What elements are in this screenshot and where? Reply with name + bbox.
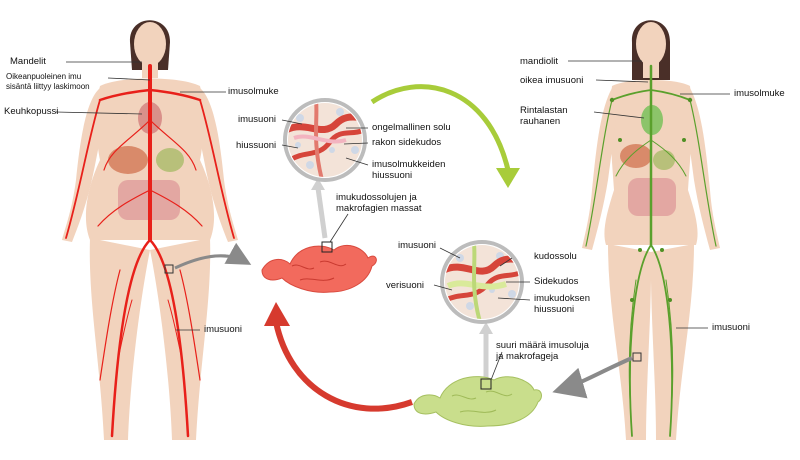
label-top-imusuoni: imusuoni: [238, 114, 277, 125]
label-imukudoksen: imukudoksen hiussuoni: [534, 293, 590, 315]
label-mandelit: Mandelit: [10, 56, 46, 67]
label-keuhkopussi: Keuhkopussi: [4, 106, 59, 117]
label-massat: imukudossolujen ja makrofagien massat: [336, 192, 422, 214]
label-right-imusuoni: imusuoni: [712, 322, 751, 333]
label-suuri: suuri määrä imusoluja ja makrofageja: [496, 340, 589, 362]
label-top-hiussuoni: hiussuoni: [236, 140, 277, 151]
inflamed-lymph-node: [261, 241, 377, 293]
left-body-figure: [62, 20, 238, 440]
label-kudossolu: kudossolu: [534, 251, 577, 262]
label-left-imusuoni: imusuoni: [204, 324, 243, 335]
label-sidekudos: Sidekudos: [534, 276, 579, 287]
label-left-imusolmuke: imusolmuke: [228, 86, 279, 97]
label-rakon: rakon sidekudos: [372, 137, 442, 148]
label-rintalastan: Rintalastan rauhanen: [520, 105, 568, 127]
right-body-figure: [582, 20, 720, 440]
label-mandiolit: mandiolit: [520, 56, 559, 67]
cycle-arrows: [174, 84, 633, 412]
healthy-lymph-node: [413, 376, 542, 427]
label-bottom-imusuoni: imusuoni: [398, 240, 437, 251]
bottom-tissue-magnifier: [440, 240, 524, 324]
label-ongelmallinen: ongelmallinen solu: [372, 122, 451, 133]
leader-lines: [55, 60, 730, 381]
label-imusolmukkeiden: imusolmukkeiden hiussuoni: [372, 159, 446, 181]
label-verisuoni: verisuoni: [386, 280, 425, 291]
top-tissue-magnifier: [283, 98, 367, 182]
label-oikeanpuoleinen: Oikeanpuoleinen imu sisäntä liittyy lask…: [6, 72, 90, 91]
label-right-imusolmuke: imusolmuke: [734, 88, 785, 99]
label-oikea-imusuoni: oikea imusuoni: [520, 75, 584, 86]
